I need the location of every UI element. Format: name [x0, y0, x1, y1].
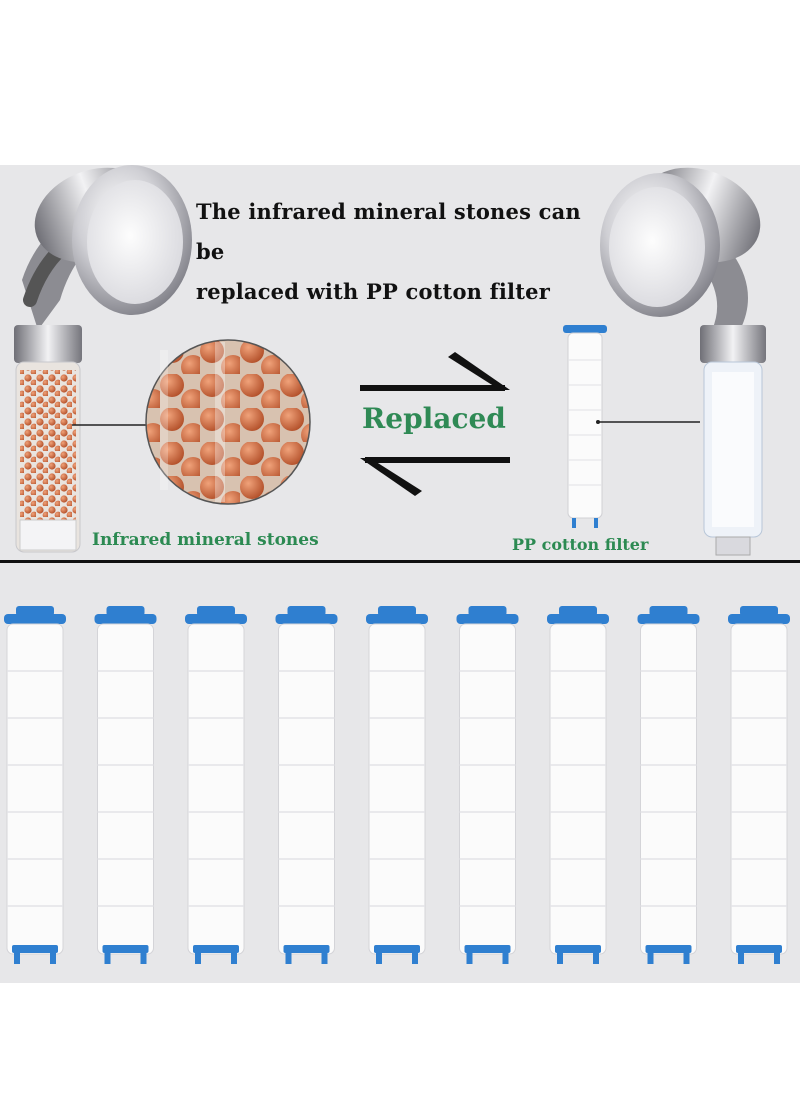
- mineral-stones-zoom: [145, 339, 311, 505]
- right-shower-head: [600, 167, 766, 556]
- headline-line-2: replaced with PP cotton filter: [196, 279, 550, 304]
- filter-cartridge: [185, 606, 247, 964]
- left-shower-head: [14, 165, 192, 553]
- filter-cartridge: [728, 606, 790, 964]
- swap-arrows-icon: [360, 352, 510, 496]
- filter-cartridge: [637, 606, 700, 964]
- section-divider: [0, 560, 800, 563]
- headline-line-1: The infrared mineral stones can be: [196, 199, 581, 264]
- pp-cotton-caption: PP cotton filter: [512, 535, 649, 554]
- pp-cotton-filter-single: [563, 325, 607, 528]
- infrared-stones-caption: Infrared mineral stones: [92, 530, 319, 550]
- shower-head-illustration: [14, 165, 766, 556]
- headline: The infrared mineral stones can be repla…: [196, 192, 616, 312]
- filter-cartridge: [4, 606, 66, 964]
- filter-cartridge: [456, 606, 519, 964]
- replaced-label: Replaced: [362, 402, 506, 435]
- filter-cartridge: [94, 606, 157, 964]
- filter-cartridge: [275, 606, 338, 964]
- filter-cartridge-row: [4, 606, 790, 964]
- filter-cartridge: [366, 606, 428, 964]
- filter-cartridge: [547, 606, 609, 964]
